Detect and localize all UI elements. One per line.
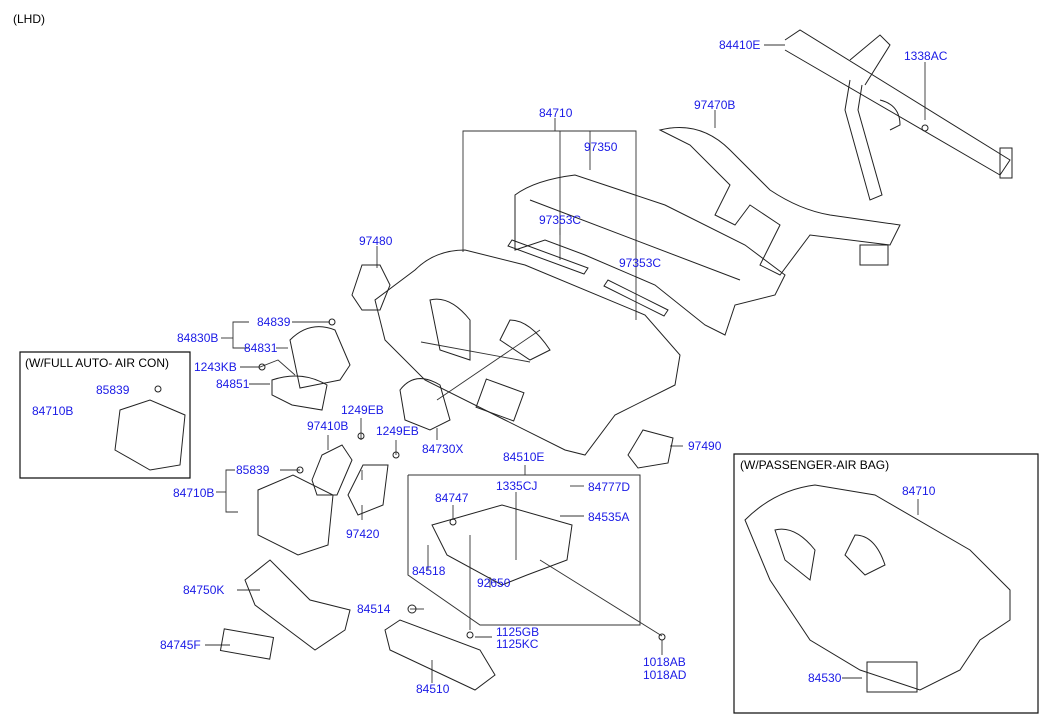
part-label-84831[interactable]: 84831	[244, 341, 278, 355]
defrost-duct-part	[515, 175, 785, 335]
center-fascia-inset-part	[115, 400, 185, 470]
part-label-84851[interactable]: 84851	[216, 377, 250, 391]
part-label-84510E[interactable]: 84510E	[503, 450, 545, 464]
fastener-1249EB-a	[358, 433, 364, 439]
defrost-grille-right	[604, 280, 668, 316]
part-label-84830B[interactable]: 84830B	[177, 331, 219, 345]
crossmember-part	[785, 30, 1012, 200]
part-label-84839[interactable]: 84839	[257, 315, 291, 329]
leader-lines	[205, 45, 925, 683]
defrost-grille-left	[508, 240, 588, 274]
glovebox-door-part	[385, 620, 495, 690]
inset-title-full-auto-aircon: (W/FULL AUTO- AIR CON)	[25, 356, 170, 370]
part-label-84410E[interactable]: 84410E	[719, 38, 761, 52]
part-label-84710-airbag[interactable]: 84710	[902, 484, 936, 498]
part-label-84747[interactable]: 84747	[435, 491, 469, 505]
part-label-1338AC[interactable]: 1338AC	[904, 49, 948, 63]
fastener-84839	[329, 319, 335, 325]
glovebox-assembly-box	[408, 475, 640, 625]
part-label-97410B[interactable]: 97410B	[307, 419, 349, 433]
inset-box-full-auto-aircon	[20, 352, 190, 478]
part-label-97420[interactable]: 97420	[346, 527, 380, 541]
side-duct-part	[660, 128, 900, 276]
glovebox-housing-part	[432, 505, 572, 585]
part-label-85839[interactable]: 85839	[236, 463, 270, 477]
part-label-84518[interactable]: 84518	[412, 564, 446, 578]
part-label-84730X[interactable]: 84730X	[422, 442, 464, 456]
cluster-cover-part	[400, 379, 450, 430]
center-fascia-part	[258, 475, 333, 555]
part-label-97353C-left[interactable]: 97353C	[539, 213, 582, 227]
crash-pad-part	[375, 250, 680, 455]
part-label-84535A[interactable]: 84535A	[588, 510, 630, 524]
passenger-airbag-module-part	[867, 662, 917, 692]
part-label-84777D[interactable]: 84777D	[588, 480, 631, 494]
part-label-84514[interactable]: 84514	[357, 602, 391, 616]
part-label-97350[interactable]: 97350	[584, 140, 618, 154]
fastener-85839-inset	[155, 386, 161, 392]
part-label-84510[interactable]: 84510	[416, 682, 450, 696]
part-label-84710B[interactable]: 84710B	[173, 486, 215, 500]
center-vent-right-part	[348, 465, 388, 515]
part-label-84750K[interactable]: 84750K	[183, 583, 225, 597]
center-vent-left-part	[312, 445, 352, 495]
crash-pad-airbag-part	[745, 485, 1010, 690]
part-label-1243KB[interactable]: 1243KB	[194, 360, 237, 374]
variant-label: (LHD)	[13, 12, 45, 26]
part-label-1018AD[interactable]: 1018AD	[643, 668, 687, 682]
fastener-85839	[297, 467, 303, 473]
part-label-1125KC[interactable]: 1125KC	[496, 637, 539, 651]
side-vent-left-part	[352, 265, 390, 310]
part-label-92650[interactable]: 92650	[477, 576, 511, 590]
part-label-97353C-right[interactable]: 97353C	[619, 256, 662, 270]
inset-title-passenger-airbag: (W/PASSENGER-AIR BAG)	[740, 458, 890, 472]
part-label-97490[interactable]: 97490	[688, 439, 722, 453]
fastener-84514	[408, 605, 416, 613]
part-label-84710B-inset[interactable]: 84710B	[32, 404, 74, 418]
ashtray-part	[220, 629, 273, 659]
part-label-1249EB-lower[interactable]: 1249EB	[376, 424, 419, 438]
part-label-84745F[interactable]: 84745F	[160, 638, 201, 652]
part-label-1335CJ[interactable]: 1335CJ	[496, 479, 538, 493]
part-label-1018AB[interactable]: 1018AB	[643, 655, 686, 669]
part-label-85839-inset[interactable]: 85839	[96, 383, 130, 397]
fastener-1125GB	[467, 632, 473, 638]
part-label-1125GB[interactable]: 1125GB	[496, 625, 540, 639]
fastener-84747	[450, 519, 456, 525]
side-vent-right-part	[628, 430, 673, 468]
part-label-97480[interactable]: 97480	[359, 234, 393, 248]
part-label-1249EB-upper[interactable]: 1249EB	[341, 403, 384, 417]
fastener-1018AB	[659, 634, 665, 640]
inset-box-passenger-airbag	[734, 454, 1038, 713]
part-label-97470B[interactable]: 97470B	[694, 98, 736, 112]
fastener-1243KB	[259, 364, 265, 370]
steering-shroud-part	[272, 376, 327, 410]
part-label-84530[interactable]: 84530	[808, 671, 842, 685]
fastener-1249EB-b	[393, 452, 399, 458]
cluster-hood-part	[290, 327, 350, 388]
part-label-84710[interactable]: 84710	[539, 106, 573, 120]
console-bracket-part	[245, 560, 350, 650]
